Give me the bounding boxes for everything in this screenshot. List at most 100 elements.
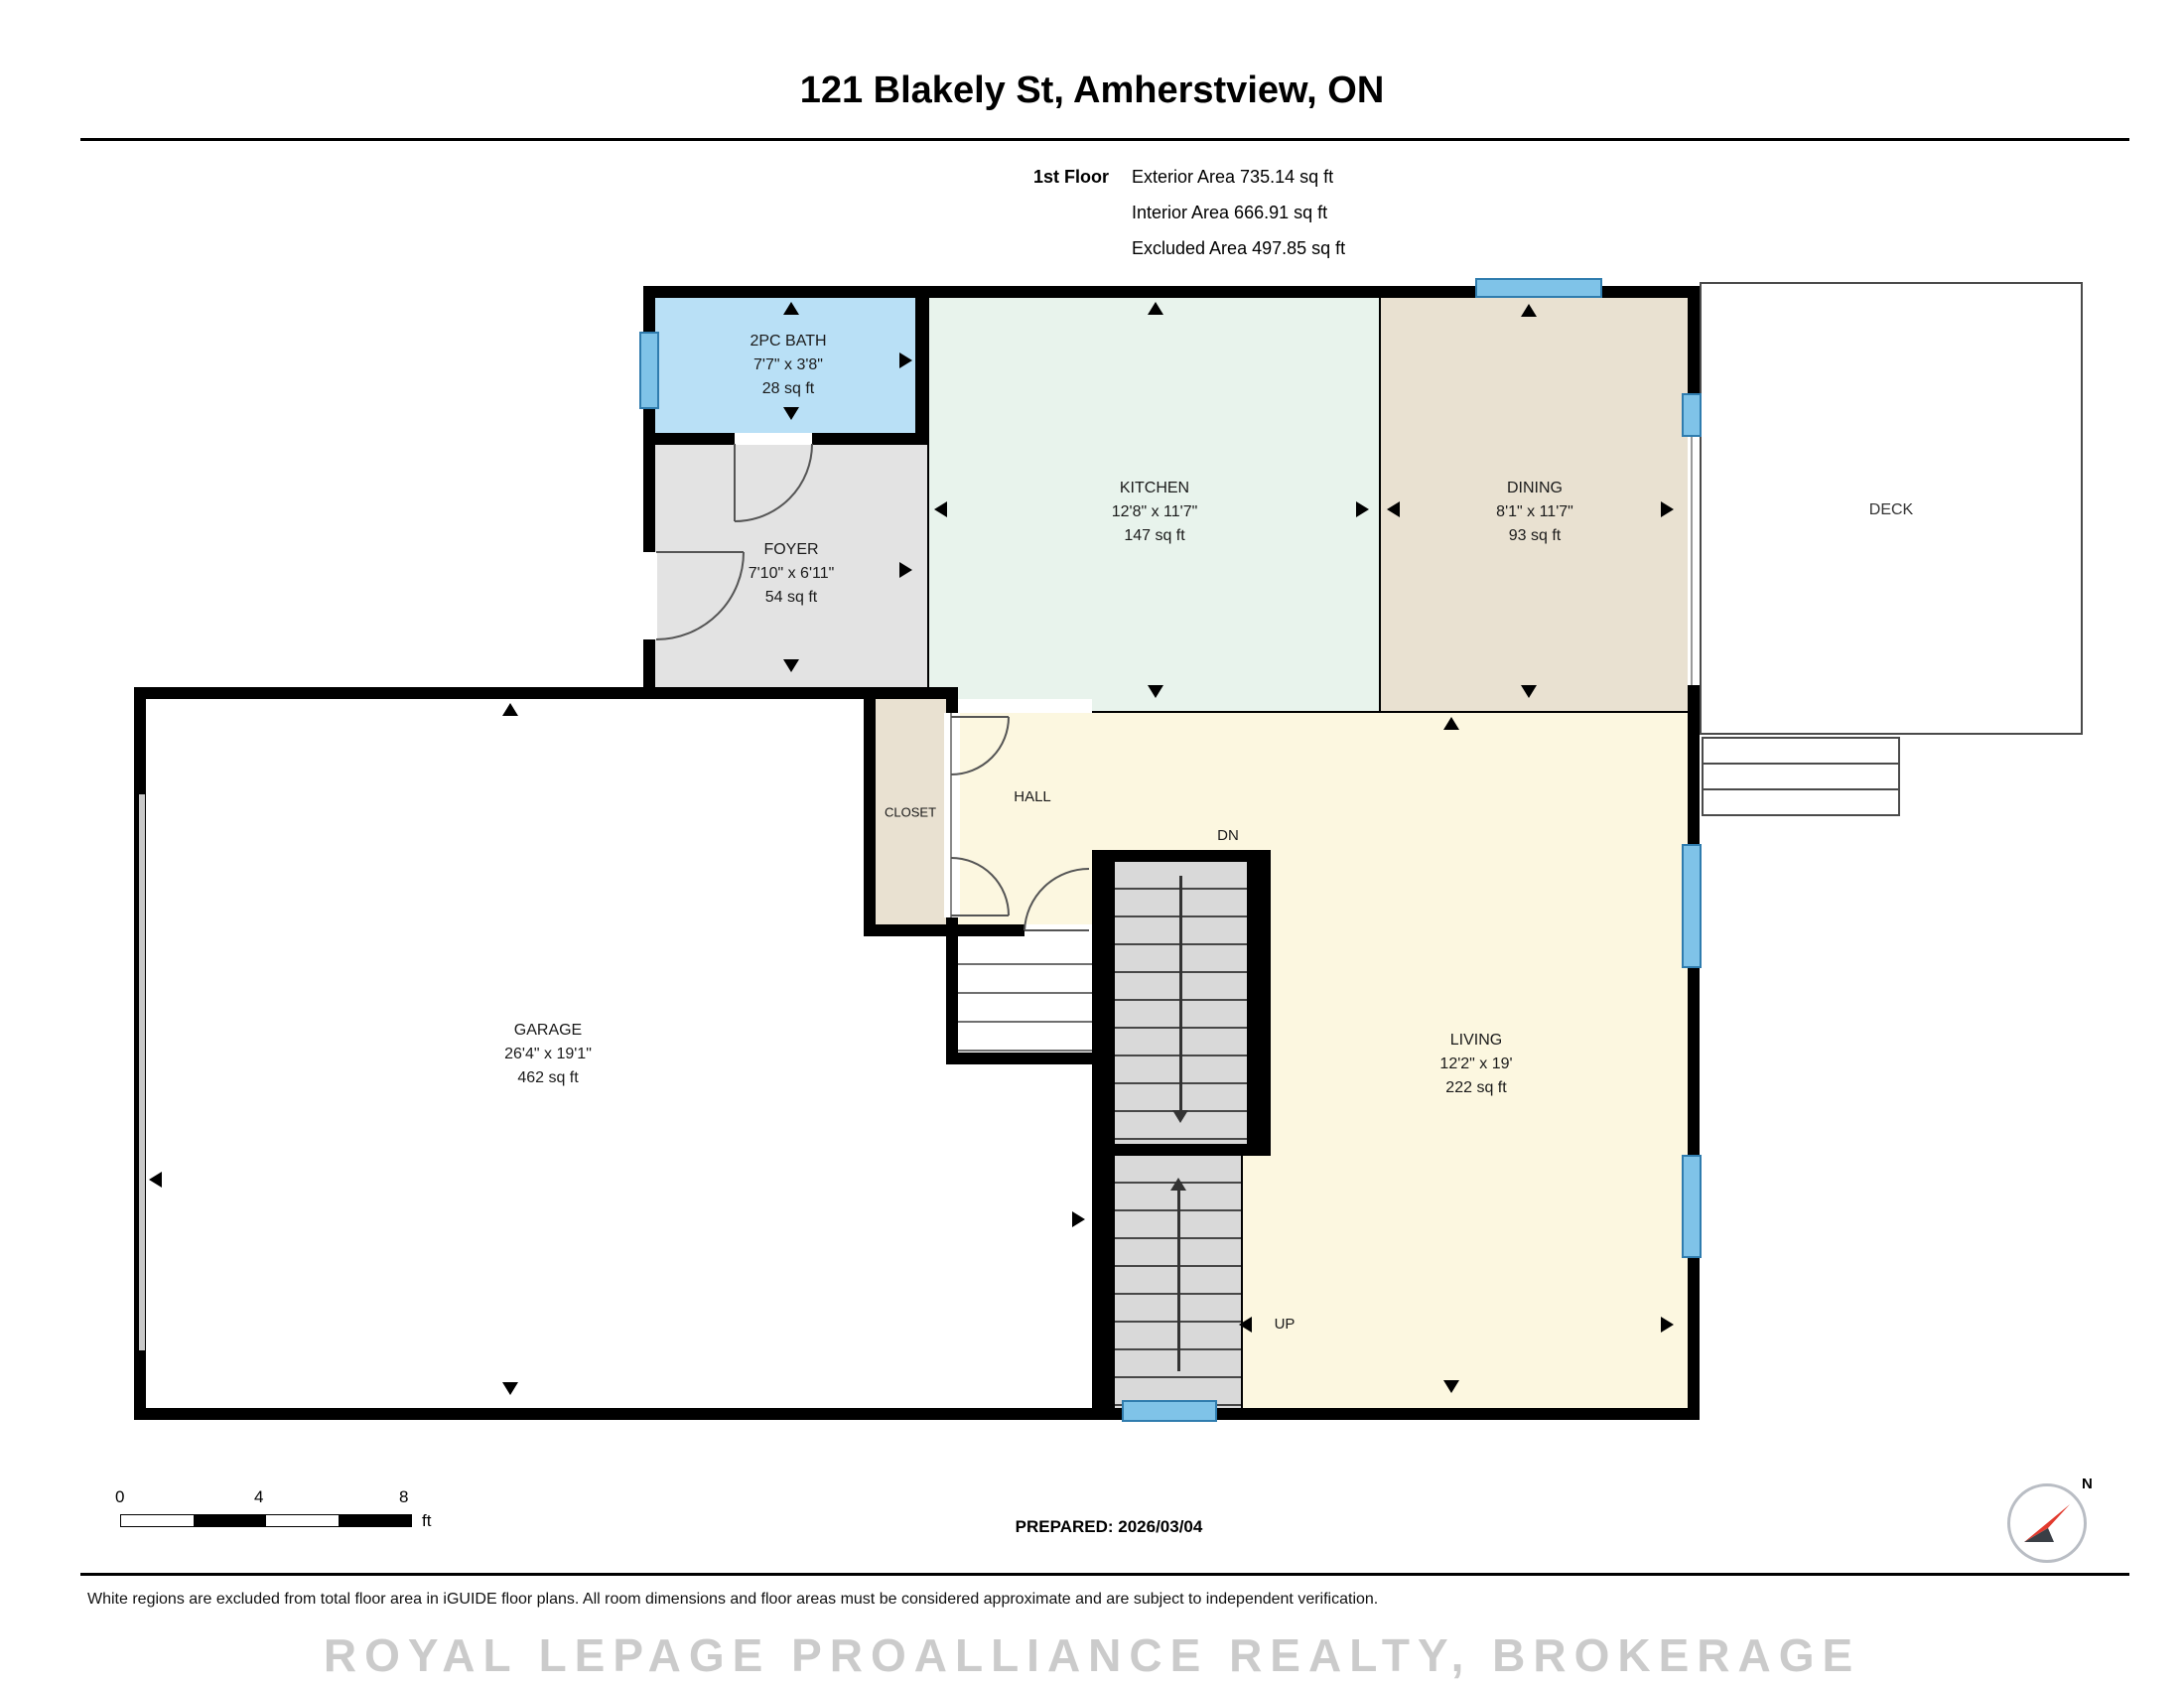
window-bath bbox=[639, 332, 659, 409]
dimension-arrow bbox=[502, 703, 518, 716]
room-label-foyer: FOYER 7'10" x 6'11" 54 sq ft bbox=[749, 538, 835, 610]
dimension-arrow bbox=[899, 562, 912, 578]
room-fill-kitchen bbox=[929, 298, 1379, 711]
footer-divider bbox=[80, 1573, 2129, 1576]
closet-door-arc bbox=[950, 716, 1010, 775]
closet-door-arc bbox=[950, 857, 1010, 916]
closet-door-opening bbox=[944, 713, 960, 917]
dimension-arrow bbox=[1443, 717, 1459, 730]
room-name: FOYER bbox=[763, 541, 819, 558]
room-name: DINING bbox=[1506, 480, 1563, 496]
closet-door-line bbox=[950, 713, 952, 917]
window-stairs-bottom bbox=[1122, 1400, 1217, 1422]
dimension-arrow bbox=[1148, 685, 1163, 698]
scale-bar-segments bbox=[120, 1514, 412, 1527]
scale-tick: 0 bbox=[115, 1487, 125, 1506]
room-dims: 12'8" x 11'7" bbox=[1111, 503, 1198, 520]
floor-label: 1st Floor bbox=[1032, 167, 1109, 187]
room-name: GARAGE bbox=[513, 1022, 583, 1039]
dimension-arrow bbox=[502, 1382, 518, 1395]
compass-needle bbox=[2024, 1504, 2070, 1542]
garage-door-line bbox=[139, 794, 145, 1350]
room-fill-living-strip bbox=[1243, 1156, 1271, 1408]
room-area: 147 sq ft bbox=[1124, 527, 1185, 544]
room-name: 2PC BATH bbox=[750, 333, 827, 350]
room-dims: 8'1" x 11'7" bbox=[1496, 503, 1573, 520]
stair-up-arrow-head bbox=[1170, 1178, 1186, 1191]
dimension-arrow bbox=[1356, 501, 1369, 517]
compass-north-label: N bbox=[2082, 1476, 2093, 1492]
floor-areas: Exterior Area 735.14 sq ft Interior Area… bbox=[1132, 159, 1345, 266]
scale-segment bbox=[266, 1515, 339, 1526]
room-label-kitchen: KITCHEN 12'8" x 11'7" 147 sq ft bbox=[1112, 477, 1198, 548]
dimension-arrow bbox=[783, 302, 799, 315]
window-living-right bbox=[1682, 844, 1702, 968]
room-dims: 26'4" x 19'1" bbox=[504, 1046, 592, 1062]
stair-down-arrow-head bbox=[1172, 1110, 1188, 1123]
dimension-arrow bbox=[1661, 501, 1674, 517]
room-label-living: LIVING 12'2" x 19' 222 sq ft bbox=[1439, 1029, 1512, 1100]
room-area: 462 sq ft bbox=[517, 1069, 579, 1086]
room-fill-living bbox=[1271, 713, 1688, 1408]
window-living-right bbox=[1682, 1155, 1702, 1258]
dimension-arrow bbox=[149, 1172, 162, 1188]
dimension-arrow bbox=[1521, 685, 1537, 698]
brokerage-watermark: ROYAL LEPAGE PROALLIANCE REALTY, BROKERA… bbox=[323, 1629, 1861, 1681]
interior-area-text: Interior Area 666.91 sq ft bbox=[1132, 203, 1328, 222]
excluded-area-text: Excluded Area 497.85 sq ft bbox=[1132, 238, 1346, 258]
dimension-arrow bbox=[1443, 1380, 1459, 1393]
exterior-area-text: Exterior Area 735.14 sq ft bbox=[1132, 167, 1334, 187]
stair-up-label: UP bbox=[1274, 1315, 1296, 1333]
front-door-opening bbox=[641, 552, 657, 639]
stair-down-arrow-line bbox=[1179, 876, 1182, 1114]
basement-stair-nook bbox=[958, 936, 1092, 1053]
stair-up-arrow-line bbox=[1177, 1188, 1180, 1371]
bath-door-arc bbox=[734, 443, 813, 522]
room-label-bath: 2PC BATH 7'7" x 3'8" 28 sq ft bbox=[750, 330, 826, 401]
dimension-arrow bbox=[783, 407, 799, 420]
scale-tick: 8 bbox=[399, 1487, 409, 1506]
room-area: 93 sq ft bbox=[1508, 527, 1562, 544]
dimension-arrow bbox=[934, 501, 947, 517]
room-label-hall: HALL bbox=[1014, 787, 1051, 805]
room-dims: 7'7" x 3'8" bbox=[753, 356, 823, 373]
page-title: 121 Blakely St, Amherstview, ON bbox=[799, 70, 1385, 111]
room-fill-dining bbox=[1381, 298, 1688, 711]
room-area: 54 sq ft bbox=[764, 589, 818, 606]
deck-step bbox=[1702, 788, 1900, 816]
dimension-arrow bbox=[1148, 302, 1163, 315]
scale-tick: 4 bbox=[254, 1487, 264, 1506]
dimension-arrow bbox=[899, 352, 912, 368]
disclaimer-text: White regions are excluded from total fl… bbox=[87, 1591, 1379, 1608]
room-label-deck: DECK bbox=[1868, 501, 1914, 518]
room-dims: 7'10" x 6'11" bbox=[748, 565, 835, 582]
window-dining-top bbox=[1475, 278, 1602, 298]
room-area: 28 sq ft bbox=[761, 380, 815, 397]
scale-segment bbox=[121, 1515, 194, 1526]
deck-outline bbox=[1700, 282, 2083, 735]
room-dims: 12'2" x 19' bbox=[1439, 1055, 1513, 1072]
front-door-arc bbox=[655, 551, 745, 640]
room-label-garage: GARAGE 26'4" x 19'1" 462 sq ft bbox=[504, 1019, 592, 1090]
room-name: LIVING bbox=[1449, 1032, 1503, 1049]
room-area: 222 sq ft bbox=[1445, 1079, 1507, 1096]
bath-door-opening bbox=[735, 433, 812, 445]
dimension-arrow bbox=[1239, 1317, 1252, 1333]
prepared-date: PREPARED: 2026/03/04 bbox=[1015, 1517, 1203, 1536]
room-label-closet: CLOSET bbox=[884, 804, 937, 820]
deck-step bbox=[1702, 763, 1900, 790]
room-fill-hall bbox=[958, 713, 1092, 924]
room-name: KITCHEN bbox=[1119, 480, 1190, 496]
scale-segment bbox=[194, 1515, 266, 1526]
room-label-dining: DINING 8'1" x 11'7" 93 sq ft bbox=[1496, 477, 1573, 548]
room-fill-foyer bbox=[655, 445, 927, 687]
deck-door-line bbox=[1691, 437, 1693, 685]
dimension-arrow bbox=[1661, 1317, 1674, 1333]
dimension-arrow bbox=[1521, 304, 1537, 317]
stair-down-label: DN bbox=[1217, 826, 1239, 844]
window-dining-right bbox=[1682, 393, 1702, 437]
basement-door-arc bbox=[1024, 867, 1090, 931]
scale-bar: 0 4 8 ft bbox=[115, 1487, 478, 1547]
